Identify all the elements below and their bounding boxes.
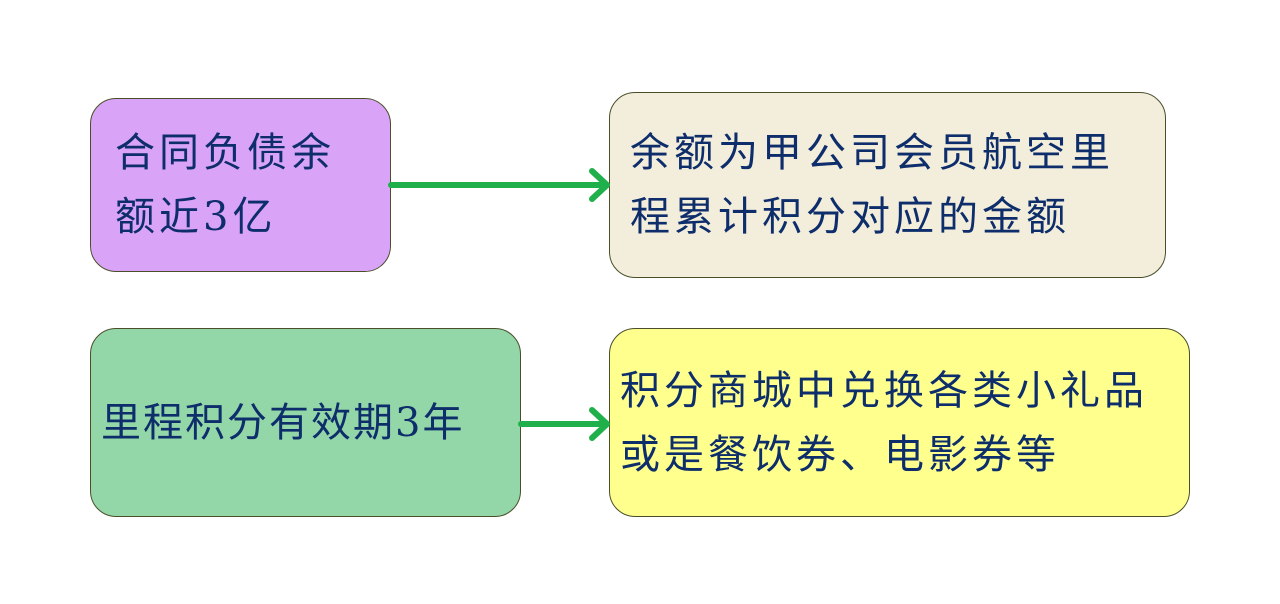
points-validity-line-1: 里程积分有效期3年	[101, 399, 465, 446]
points-validity-box: 里程积分有效期3年	[90, 328, 521, 517]
points-redemption-line-2: 或是餐饮券、电影券等	[620, 431, 1060, 478]
debt-balance-box: 合同负债余 额近3亿	[90, 98, 391, 272]
arrow-c-to-d	[518, 407, 610, 441]
arrow-c-to-d-head	[589, 407, 610, 441]
balance-meaning-box: 余额为甲公司会员航空里 程累计积分对应的金额	[609, 92, 1166, 278]
arrow-a-to-b	[388, 168, 610, 202]
balance-meaning-line-1: 余额为甲公司会员航空里	[630, 130, 1114, 176]
debt-balance-line-2: 额近3亿	[115, 194, 277, 240]
points-redemption-box: 积分商城中兑换各类小礼品 或是餐饮券、电影券等	[609, 328, 1190, 517]
points-redemption-line-1: 积分商城中兑换各类小礼品	[620, 367, 1148, 414]
arrow-a-to-b-head	[589, 168, 610, 202]
balance-meaning-line-2: 程累计积分对应的金额	[630, 194, 1070, 240]
debt-balance-line-1: 合同负债余	[115, 130, 335, 176]
